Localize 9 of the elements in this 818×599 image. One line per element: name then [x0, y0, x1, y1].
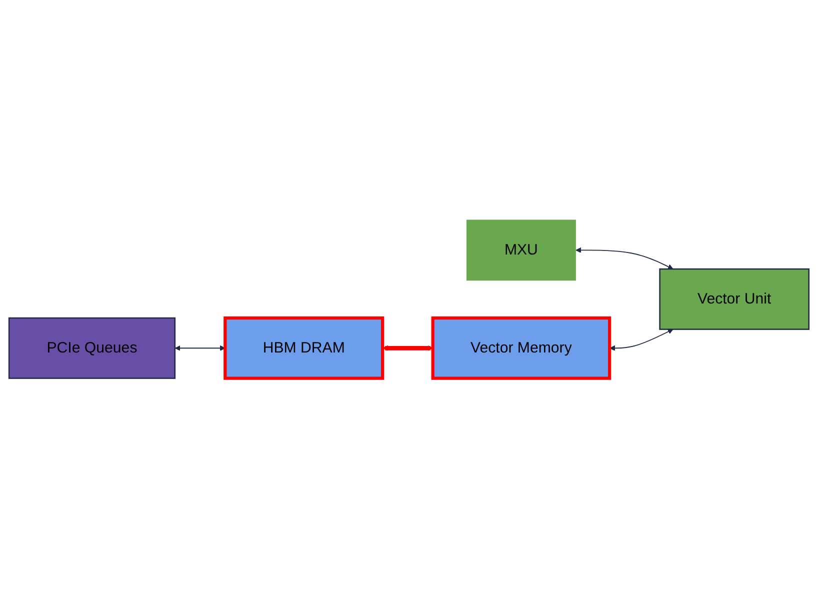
node-box: MXU	[466, 220, 576, 281]
node-box: Vector Unit	[659, 268, 810, 330]
node-box: HBM DRAM	[224, 316, 384, 380]
arrow	[576, 248, 674, 270]
node-box: Vector Memory	[431, 316, 612, 380]
arrow	[610, 329, 674, 352]
arrow	[382, 346, 434, 352]
arrow	[174, 346, 226, 352]
node-box: PCIe Queues	[8, 318, 176, 380]
